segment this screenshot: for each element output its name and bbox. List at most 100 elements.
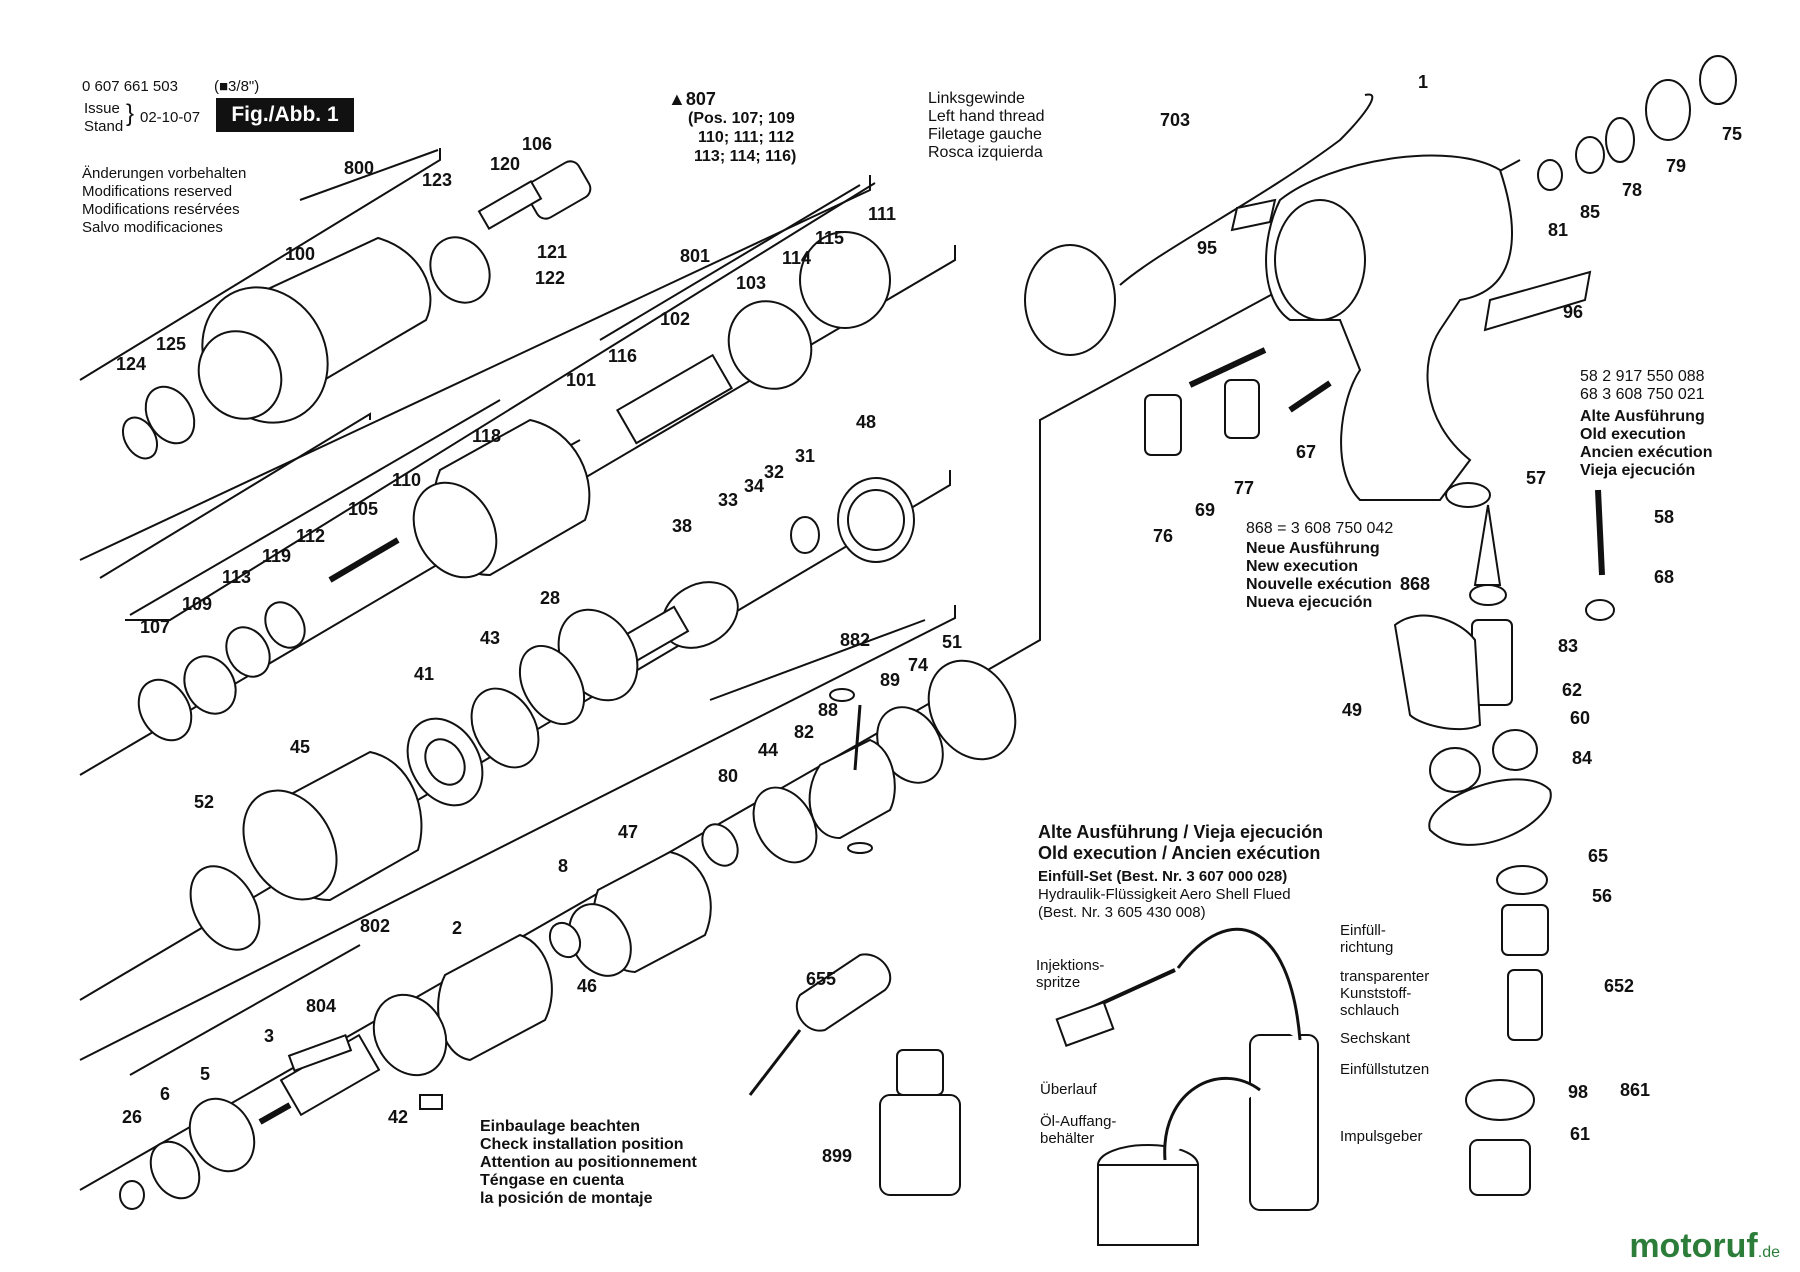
fill-order: (Best. Nr. 3 605 430 008): [1038, 904, 1206, 921]
part-label-98: 98: [1568, 1082, 1588, 1102]
part-label-32: 32: [764, 462, 784, 482]
part-label-100: 100: [285, 244, 315, 264]
set-807-line1: (Pos. 107; 109: [688, 110, 795, 127]
part-label-122: 122: [535, 268, 565, 288]
fill-title2: Old execution / Ancien exécution: [1038, 843, 1321, 863]
part-label-105: 105: [348, 499, 378, 519]
lbl-spritze: spritze: [1036, 974, 1081, 991]
set-807-line3: 113; 114; 116): [694, 148, 797, 165]
part-label-121: 121: [537, 242, 567, 262]
part-label-102: 102: [660, 309, 690, 329]
new-exec-en: New execution: [1246, 558, 1359, 575]
part-label-114: 114: [782, 248, 811, 268]
brace: }: [126, 100, 135, 127]
part-label-88: 88: [818, 700, 838, 720]
part-label-47: 47: [618, 822, 638, 842]
old-exec-en: Old execution: [1580, 426, 1686, 443]
install-de: Einbaulage beachten: [480, 1118, 641, 1135]
changes-de: Änderungen vorbehalten: [82, 165, 247, 182]
part-label-81: 81: [1548, 220, 1568, 240]
band-802: [79, 605, 956, 1061]
new-exec-fr: Nouvelle exécution: [1246, 576, 1392, 593]
changes-es: Salvo modificaciones: [82, 219, 223, 236]
part-label-655: 655: [806, 969, 836, 989]
stand-label: Stand: [84, 118, 124, 135]
brand-logo: motoruf.de: [1629, 1227, 1780, 1265]
band-801: [79, 175, 871, 561]
left-thread-es: Rosca izquierda: [928, 144, 1043, 161]
lbl-ol-auffang: Öl-Auffang-: [1040, 1113, 1117, 1130]
part-label-106: 106: [522, 134, 552, 154]
part-label-51: 51: [942, 632, 962, 652]
old-exec-68: 68 3 608 750 021: [1580, 386, 1705, 403]
lbl-schlauch: schlauch: [1340, 1002, 1400, 1019]
new-exec-de: Neue Ausführung: [1246, 540, 1380, 557]
part-label-703: 703: [1160, 110, 1190, 130]
part-label-112: 112: [296, 526, 325, 546]
fill-fluid: Hydraulik-Flüssigkeit Aero Shell Flued: [1038, 886, 1291, 903]
part-label-77: 77: [1234, 478, 1254, 498]
figure-label: Fig./Abb. 1: [216, 98, 354, 132]
lbl-transparenter: transparenter: [1340, 968, 1430, 985]
left-thread-fr: Filetage gauche: [928, 126, 1042, 143]
install-es1: Téngase en cuenta: [480, 1172, 625, 1189]
lbl-einfullstutzen: Einfüllstutzen: [1340, 1061, 1430, 1078]
part-label-652: 652: [1604, 976, 1634, 996]
changes-en: Modifications reserved: [82, 183, 233, 200]
part-label-96: 96: [1563, 302, 1583, 322]
part-label-89: 89: [880, 670, 900, 690]
new-exec-868: 868 = 3 608 750 042: [1246, 520, 1394, 537]
part-label-38: 38: [672, 516, 692, 536]
part-label-83: 83: [1558, 636, 1578, 656]
lbl-behalter: behälter: [1040, 1130, 1095, 1147]
part-label-34: 34: [744, 476, 764, 496]
part-label-31: 31: [795, 446, 815, 466]
part-label-802: 802: [360, 916, 390, 936]
part-label-8: 8: [558, 856, 568, 876]
lbl-kunststoff: Kunststoff-: [1340, 985, 1412, 1002]
part-label-60: 60: [1570, 708, 1590, 728]
part-label-78: 78: [1622, 180, 1642, 200]
part-label-804: 804: [306, 996, 336, 1016]
part-label-33: 33: [718, 490, 738, 510]
left-thread-de: Linksgewinde: [928, 90, 1025, 107]
part-label-45: 45: [290, 737, 310, 757]
fill-title1: Alte Ausführung / Vieja ejecución: [1038, 822, 1324, 842]
old-exec-es: Vieja ejecución: [1580, 462, 1696, 479]
part-label-6: 6: [160, 1084, 170, 1104]
install-fr: Attention au positionnement: [480, 1154, 697, 1171]
issue-date: 02-10-07: [140, 109, 201, 126]
lbl-impulsgeber: Impulsgeber: [1340, 1128, 1423, 1145]
part-label-43: 43: [480, 628, 500, 648]
part-100-shape: [197, 236, 432, 424]
part-label-125: 125: [156, 334, 186, 354]
old-exec-de: Alte Ausführung: [1580, 408, 1705, 425]
part-label-109: 109: [182, 594, 212, 614]
new-exec-es: Nueva ejecución: [1246, 594, 1373, 611]
drive-size: (■3/8"): [214, 78, 260, 95]
part-label-85: 85: [1580, 202, 1600, 222]
part-label-123: 123: [422, 170, 452, 190]
part-label-861: 861: [1620, 1080, 1650, 1100]
part-label-82: 82: [794, 722, 814, 742]
part-label-48: 48: [856, 412, 876, 432]
part-label-3: 3: [264, 1026, 274, 1046]
fill-set: Einfüll-Set (Best. Nr. 3 607 000 028): [1038, 868, 1288, 885]
part-label-119: 119: [262, 546, 291, 566]
set-807-line2: 110; 111; 112: [698, 129, 795, 146]
old-exec-fr: Ancien exécution: [1580, 444, 1713, 461]
part-label-74: 74: [908, 655, 928, 675]
left-thread-en: Left hand thread: [928, 108, 1045, 125]
part-label-800: 800: [344, 158, 374, 178]
lbl-sechskant: Sechskant: [1340, 1030, 1411, 1047]
part-number: 0 607 661 503: [82, 78, 178, 95]
install-es2: la posición de montaje: [480, 1190, 653, 1207]
lbl-einfull: Einfüll-: [1340, 922, 1386, 939]
part-label-111: 111: [868, 204, 896, 224]
part-label-899: 899: [822, 1146, 852, 1166]
part-label-28: 28: [540, 588, 560, 608]
part-label-84: 84: [1572, 748, 1592, 768]
part-label-2: 2: [452, 918, 462, 938]
